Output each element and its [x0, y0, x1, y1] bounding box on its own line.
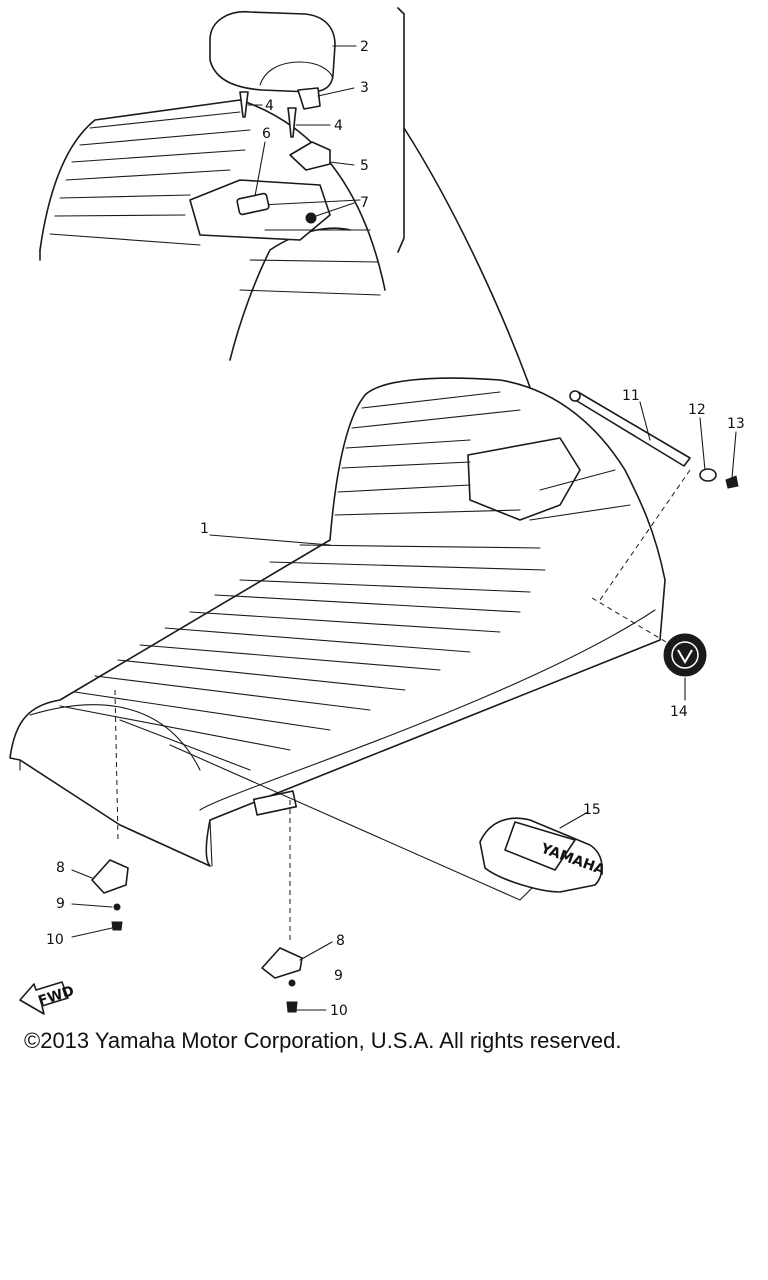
seat-bracket-6	[236, 192, 270, 216]
fwd-arrow: FWD	[19, 981, 76, 1015]
callout-5: 5	[360, 158, 369, 174]
armrest-cushion	[209, 11, 336, 93]
bracket-8b	[261, 947, 303, 979]
callout-14: 14	[670, 704, 688, 720]
callout-12: 12	[688, 402, 706, 418]
seat-strap-15: YAMAHA	[479, 817, 607, 893]
bolt-4a	[239, 91, 249, 118]
clip-3	[297, 87, 321, 110]
bracket-8a	[91, 859, 129, 894]
screw-13	[725, 475, 739, 489]
callout-8a: 8	[56, 860, 65, 876]
callout-3: 3	[360, 80, 369, 96]
callout-9b: 9	[334, 968, 343, 984]
seat-label-plate	[252, 790, 298, 816]
callout-7: 7	[360, 195, 369, 211]
emblem-14	[663, 633, 707, 677]
callout-10b: 10	[330, 1003, 348, 1019]
callout-8b: 8	[336, 933, 345, 949]
bracket-5	[289, 141, 331, 171]
washer-9b	[288, 979, 296, 987]
callout-1: 1	[200, 521, 209, 537]
callout-leaders	[71, 45, 737, 1011]
rear-hump-panel	[467, 437, 581, 521]
washer-9a	[113, 903, 121, 911]
bolt-10b	[286, 1001, 298, 1013]
bolt-10a	[111, 921, 123, 931]
inset-seat-ribs	[49, 111, 381, 296]
callout-15: 15	[583, 802, 601, 818]
copyright-notice: ©2013 Yamaha Motor Corporation, U.S.A. A…	[24, 1028, 622, 1053]
callout-13: 13	[727, 416, 745, 432]
main-seat-ribs	[59, 391, 631, 771]
detail-bracket	[397, 7, 405, 253]
inset-seat-detail	[39, 99, 386, 361]
bolt-4b	[287, 107, 297, 138]
washer-12	[699, 468, 717, 482]
main-seat	[9, 377, 666, 867]
callout-4a: 4	[265, 98, 274, 114]
callout-11: 11	[622, 388, 640, 404]
callout-4b: 4	[334, 118, 343, 134]
seat-parts-diagram: YAMAHA FWD 2 3 4 4 5	[9, 7, 745, 1019]
callout-10a: 10	[46, 932, 64, 948]
fwd-label: FWD	[36, 983, 76, 1010]
callout-9a: 9	[56, 896, 65, 912]
nut-7	[305, 212, 317, 224]
callout-6: 6	[262, 126, 271, 142]
callout-labels: 2 3 4 4 5 6 7 1 11 12 13 14 15 8 9 10 8 …	[46, 39, 745, 1019]
callout-2: 2	[360, 39, 369, 55]
